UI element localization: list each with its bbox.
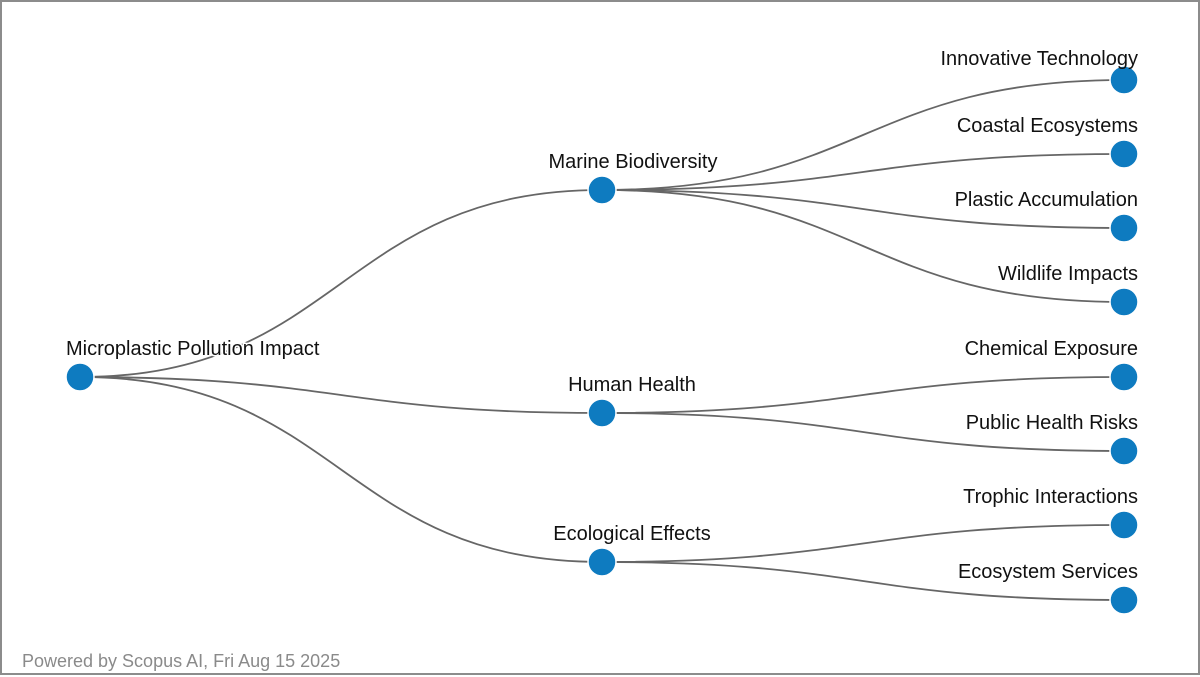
leaf-plastic-accumulation-label: Plastic Accumulation (955, 189, 1138, 211)
edge-ecological-effects-to-trophic-interactions (601, 524, 1125, 563)
leaf-ecosystem-services-label: Ecosystem Services (958, 561, 1138, 583)
leaf-chemical-exposure-label: Chemical Exposure (965, 338, 1138, 360)
edge-marine-biodiversity-to-innovative-technology (601, 79, 1125, 191)
leaf-trophic-interactions-label: Trophic Interactions (963, 486, 1138, 508)
leaf-public-health-risks-label: Public Health Risks (966, 412, 1138, 434)
edge-marine-biodiversity-to-wildlife-impacts (601, 189, 1125, 303)
edge-marine-biodiversity-to-coastal-ecosystems (601, 153, 1125, 191)
root-microplastic-pollution-impact-node[interactable] (65, 362, 95, 392)
leaf-public-health-risks-node[interactable] (1109, 436, 1139, 466)
root-microplastic-pollution-impact-label: Microplastic Pollution Impact (66, 338, 320, 360)
leaf-coastal-ecosystems-label: Coastal Ecosystems (957, 115, 1138, 137)
edge-ecological-effects-to-ecosystem-services (601, 561, 1125, 601)
edge-human-health-to-public-health-risks (601, 412, 1125, 452)
leaf-innovative-technology-node[interactable] (1109, 65, 1139, 95)
edge-root-to-human-health (79, 376, 603, 414)
edge-human-health-to-chemical-exposure (601, 376, 1125, 414)
branch-ecological-effects-label: Ecological Effects (553, 523, 711, 545)
edge-root-to-marine-biodiversity (79, 189, 603, 378)
branch-human-health-node[interactable] (587, 398, 617, 428)
footer-credit: Powered by Scopus AI, Fri Aug 15 2025 (22, 651, 341, 671)
leaf-innovative-technology-label: Innovative Technology (940, 48, 1138, 70)
branch-human-health-label: Human Health (568, 374, 696, 396)
leaf-plastic-accumulation-node[interactable] (1109, 213, 1139, 243)
leaf-ecosystem-services-node[interactable] (1109, 585, 1139, 615)
leaf-trophic-interactions-node[interactable] (1109, 510, 1139, 540)
branch-ecological-effects-node[interactable] (587, 547, 617, 577)
leaf-wildlife-impacts-label: Wildlife Impacts (998, 263, 1138, 285)
leaf-chemical-exposure-node[interactable] (1109, 362, 1139, 392)
branch-marine-biodiversity-node[interactable] (587, 175, 617, 205)
leaf-coastal-ecosystems-node[interactable] (1109, 139, 1139, 169)
edge-root-to-ecological-effects (79, 376, 603, 563)
branch-marine-biodiversity-label: Marine Biodiversity (549, 151, 718, 173)
leaf-wildlife-impacts-node[interactable] (1109, 287, 1139, 317)
edge-marine-biodiversity-to-plastic-accumulation (601, 189, 1125, 229)
